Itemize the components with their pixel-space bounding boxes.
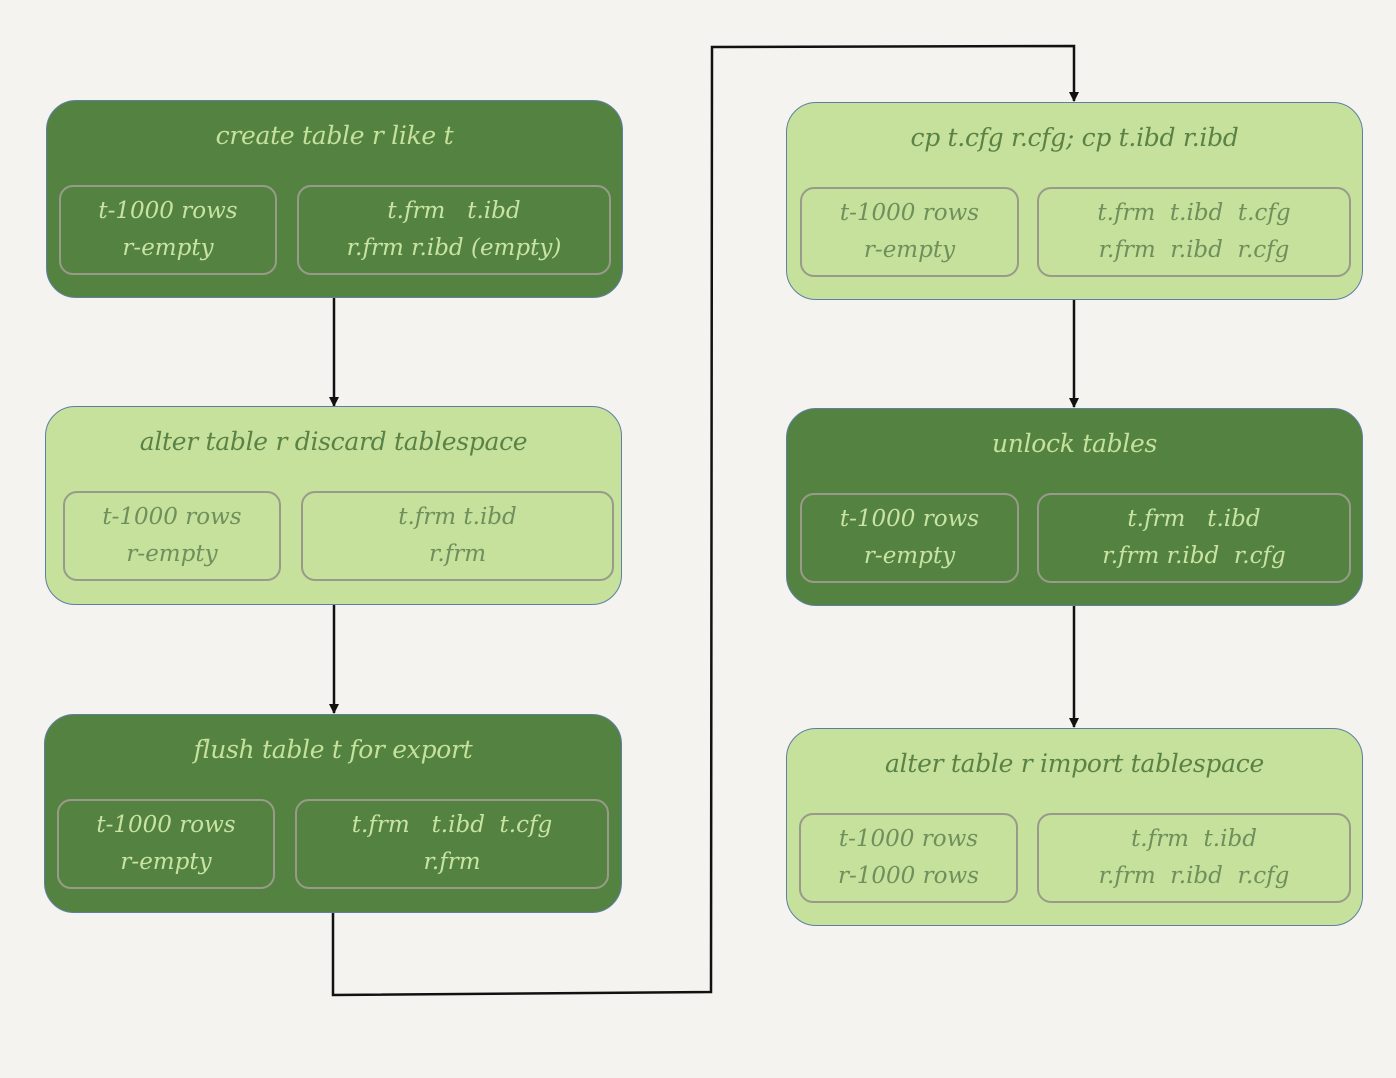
panel-line: t.frm t.ibd t.cfg xyxy=(351,812,553,838)
step-title: cp t.cfg r.cfg; cp t.ibd r.ibd xyxy=(910,123,1239,152)
arrow-step3-to-step4 xyxy=(331,44,1079,997)
row-count-panel: t-1000 rows r-empty xyxy=(800,187,1019,277)
panel-line: t.frm t.ibd xyxy=(1131,826,1257,852)
step-title: alter table r discard tablespace xyxy=(139,427,528,456)
panel-line: t.frm t.ibd xyxy=(398,504,517,530)
row-count-panel: t-1000 rows r-empty xyxy=(63,491,281,581)
files-panel: t.frm t.ibd r.frm r.ibd r.cfg xyxy=(1037,493,1351,583)
panel-line: t.frm t.ibd t.cfg xyxy=(1097,200,1291,226)
step-copy-files: cp t.cfg r.cfg; cp t.ibd r.ibd t-1000 ro… xyxy=(786,102,1363,300)
panel-line: t-1000 rows xyxy=(98,198,238,224)
step-import-tablespace: alter table r import tablespace t-1000 r… xyxy=(786,728,1363,926)
panel-line: r.frm r.ibd (empty) xyxy=(346,235,562,261)
panel-line: r-empty xyxy=(863,543,956,569)
panel-line: r-empty xyxy=(863,237,956,263)
step-discard-tablespace: alter table r discard tablespace t-1000 … xyxy=(45,406,622,605)
panel-line: t.frm t.ibd xyxy=(387,198,521,224)
files-panel: t.frm t.ibd t.cfg r.frm xyxy=(295,799,609,889)
row-count-panel: t-1000 rows r-1000 rows xyxy=(799,813,1018,903)
step-title: create table r like t xyxy=(215,121,454,150)
panel-line: r.frm xyxy=(428,541,487,567)
panel-line: t.frm t.ibd xyxy=(1127,506,1261,532)
panel-line: r.frm xyxy=(423,849,481,875)
row-count-panel: t-1000 rows r-empty xyxy=(57,799,275,889)
files-panel: t.frm t.ibd r.frm xyxy=(301,491,614,581)
panel-line: t-1000 rows xyxy=(839,506,980,532)
step-flush-table: flush table t for export t-1000 rows r-e… xyxy=(44,714,622,913)
files-panel: t.frm t.ibd r.frm r.ibd r.cfg xyxy=(1037,813,1351,903)
row-count-panel: t-1000 rows r-empty xyxy=(59,185,277,275)
panel-line: t-1000 rows xyxy=(839,200,980,226)
panel-line: t-1000 rows xyxy=(838,826,979,852)
step-title: unlock tables xyxy=(991,429,1158,458)
step-title: alter table r import tablespace xyxy=(885,749,1264,778)
step-title: flush table t for export xyxy=(193,735,473,764)
row-count-panel: t-1000 rows r-empty xyxy=(800,493,1019,583)
step-create-table: create table r like t t-1000 rows r-empt… xyxy=(46,100,623,298)
panel-line: r.frm r.ibd r.cfg xyxy=(1098,237,1290,263)
files-panel: t.frm t.ibd t.cfg r.frm r.ibd r.cfg xyxy=(1037,187,1351,277)
panel-line: r-empty xyxy=(120,849,212,875)
panel-line: t-1000 rows xyxy=(96,812,236,838)
panel-line: r.frm r.ibd r.cfg xyxy=(1102,543,1286,569)
panel-line: r-empty xyxy=(122,235,214,261)
panel-line: r.frm r.ibd r.cfg xyxy=(1098,863,1290,889)
panel-line: r-empty xyxy=(126,541,218,567)
step-unlock-tables: unlock tables t-1000 rows r-empty t.frm … xyxy=(786,408,1363,606)
files-panel: t.frm t.ibd r.frm r.ibd (empty) xyxy=(297,185,611,275)
panel-line: r-1000 rows xyxy=(838,863,979,889)
panel-line: t-1000 rows xyxy=(102,504,242,530)
